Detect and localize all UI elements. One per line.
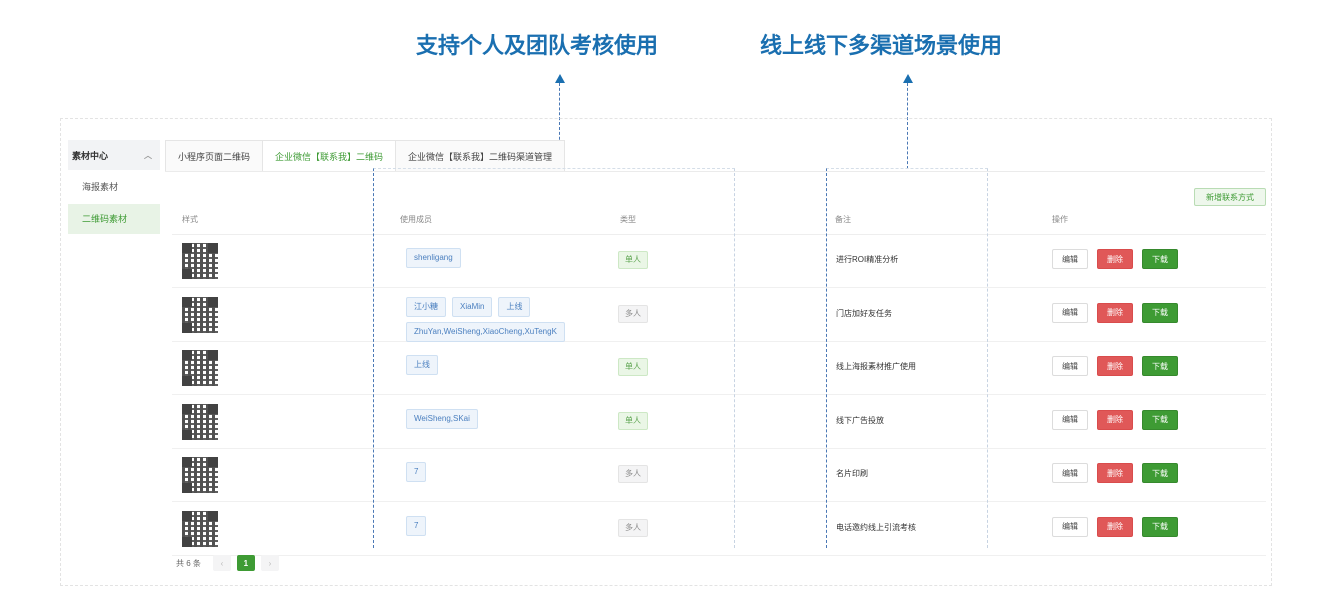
table-row: WeiSheng,SKai 单人 线下广告投放 编辑删除下载	[172, 396, 1266, 449]
download-button[interactable]: 下载	[1142, 463, 1178, 483]
tab-miniprogram-qrcode[interactable]: 小程序页面二维码	[165, 140, 263, 172]
type-badge: 单人	[618, 358, 648, 376]
tab-divider	[165, 171, 1265, 172]
edit-button[interactable]: 编辑	[1052, 409, 1088, 430]
caption-multi-channel: 线上线下多渠道场景使用	[760, 33, 1003, 58]
row-actions: 编辑删除下载	[1052, 463, 1178, 483]
qr-code-image	[182, 510, 218, 547]
type-badge: 单人	[618, 251, 648, 269]
pagination: 共 6 条 ‹ 1 ›	[176, 555, 279, 571]
column-header-ops: 操作	[1052, 215, 1068, 224]
caption-team-assessment: 支持个人及团队考核使用	[416, 33, 659, 58]
staff-tag-list: shenligang	[406, 248, 586, 268]
staff-tag: 上线	[406, 355, 438, 375]
table-row: shenligang 单人 进行ROI精准分析 编辑删除下载	[172, 235, 1266, 288]
callout-box-note	[826, 168, 988, 548]
staff-tag-list: 7	[406, 462, 586, 482]
column-header-style: 样式	[182, 215, 198, 224]
edit-button[interactable]: 编辑	[1052, 516, 1088, 537]
pagination-prev-button[interactable]: ‹	[212, 555, 231, 571]
tab-bar: 小程序页面二维码 企业微信【联系我】二维码 企业微信【联系我】二维码渠道管理	[165, 140, 566, 172]
qr-code-image	[182, 457, 218, 493]
delete-button[interactable]: 删除	[1097, 356, 1133, 376]
delete-button[interactable]: 删除	[1097, 463, 1133, 483]
staff-tag: 7	[406, 515, 427, 536]
edit-button[interactable]: 编辑	[1052, 249, 1088, 269]
note-text: 电话邀约线上引流考核	[836, 522, 916, 532]
note-text: 门店加好友任务	[836, 308, 892, 318]
edit-button[interactable]: 编辑	[1052, 302, 1088, 323]
qr-code-image	[182, 403, 218, 440]
row-actions: 编辑删除下载	[1052, 249, 1178, 269]
download-button[interactable]: 下载	[1142, 356, 1178, 376]
chevron-up-icon: ︿	[144, 150, 152, 160]
download-button[interactable]: 下载	[1142, 516, 1178, 537]
delete-button[interactable]: 删除	[1097, 409, 1133, 430]
staff-tag-list: 上线	[406, 355, 586, 375]
staff-tag: WeiSheng,SKai	[406, 408, 478, 429]
delete-button[interactable]: 删除	[1097, 302, 1133, 323]
tab-qrcode-channel-management[interactable]: 企业微信【联系我】二维码渠道管理	[395, 140, 566, 172]
staff-tag-list: WeiSheng,SKai	[406, 408, 586, 429]
sidebar: 素材中心 ︿ 海报素材 二维码素材	[68, 140, 160, 234]
up-arrow-icon	[555, 74, 565, 83]
table-row: 上线 单人 线上海报素材推广使用 编辑删除下载	[172, 342, 1266, 395]
staff-tag: 上线	[498, 296, 531, 317]
row-actions: 编辑删除下载	[1052, 302, 1178, 323]
staff-tag: 江小糖	[406, 296, 446, 317]
column-header-staff: 使用成员	[400, 215, 432, 224]
row-actions: 编辑删除下载	[1052, 409, 1178, 430]
download-button[interactable]: 下载	[1142, 302, 1178, 323]
type-badge: 单人	[618, 411, 648, 430]
note-text: 线下广告投放	[836, 415, 884, 425]
type-badge: 多人	[618, 518, 648, 537]
type-badge: 多人	[618, 465, 648, 483]
pagination-next-button[interactable]: ›	[260, 555, 279, 571]
staff-tag: 7	[406, 462, 427, 482]
delete-button[interactable]: 删除	[1097, 516, 1133, 537]
staff-tag-list: 7	[406, 515, 586, 536]
callout-line	[907, 83, 908, 169]
note-text: 名片印刷	[836, 469, 868, 478]
sidebar-header-label: 素材中心	[72, 150, 109, 161]
table-row: 7 多人 名片印刷 编辑删除下载	[172, 449, 1266, 502]
row-actions: 编辑删除下载	[1052, 356, 1178, 376]
sidebar-item-qrcode[interactable]: 二维码素材	[68, 204, 160, 234]
column-header-type: 类型	[620, 215, 636, 224]
add-contact-button[interactable]: 新增联系方式	[1194, 188, 1266, 206]
app-panel	[60, 118, 1272, 586]
qr-code-image	[182, 243, 218, 279]
staff-tag: shenligang	[406, 248, 461, 268]
pagination-total: 共 6 条	[176, 558, 201, 568]
table-header-divider	[172, 234, 1266, 235]
up-arrow-icon	[903, 74, 913, 83]
edit-button[interactable]: 编辑	[1052, 463, 1088, 483]
qr-code-image	[182, 350, 218, 386]
row-actions: 编辑删除下载	[1052, 516, 1178, 537]
staff-tag: ZhuYan,WeiSheng,XiaoCheng,XuTengK	[406, 321, 565, 342]
callout-line	[559, 83, 560, 169]
type-badge: 多人	[618, 304, 648, 323]
callout-box-staff	[373, 168, 735, 548]
download-button[interactable]: 下载	[1142, 409, 1178, 430]
column-header-note: 备注	[835, 215, 851, 224]
note-text: 线上海报素材推广使用	[836, 362, 916, 371]
pagination-page-1[interactable]: 1	[236, 555, 255, 571]
download-button[interactable]: 下载	[1142, 249, 1178, 269]
staff-tag: XiaMin	[452, 296, 493, 317]
edit-button[interactable]: 编辑	[1052, 356, 1088, 376]
qr-code-image	[182, 296, 218, 333]
sidebar-item-poster[interactable]: 海报素材	[82, 182, 119, 192]
sidebar-header[interactable]: 素材中心 ︿	[68, 140, 160, 170]
delete-button[interactable]: 删除	[1097, 249, 1133, 269]
note-text: 进行ROI精准分析	[836, 255, 899, 264]
table-row: 7 多人 电话邀约线上引流考核 编辑删除下载	[172, 503, 1266, 556]
